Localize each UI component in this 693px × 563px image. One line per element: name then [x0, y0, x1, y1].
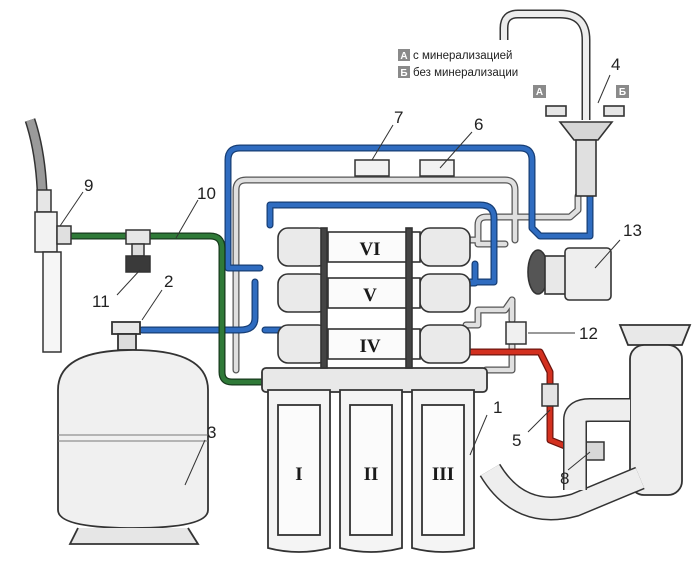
grey-tube-drain — [233, 177, 518, 373]
blue-tube-tank — [139, 279, 258, 333]
callout-1: 1 — [493, 398, 502, 417]
stage-label-4: IV — [359, 336, 380, 357]
faucet-keys: А Б — [533, 85, 629, 98]
flow-restrictor-6 — [419, 159, 455, 177]
legend: А с минерализацией Б без минерализации — [398, 49, 518, 79]
callout-leaders — [59, 74, 621, 486]
callout-4: 4 — [611, 55, 620, 74]
blue-tube-inner — [275, 202, 497, 285]
callout-12: 12 — [579, 324, 598, 343]
callout-7: 7 — [394, 108, 403, 127]
callout-numbers: 1 2 3 4 5 6 7 8 9 10 11 12 13 — [84, 55, 642, 488]
inlet-valve-11 — [125, 229, 151, 273]
inlet-valve — [56, 225, 72, 245]
callout-11: 11 — [92, 292, 110, 311]
stage-label-1: I — [295, 464, 302, 485]
legend-key-a: А — [400, 51, 407, 62]
pressure-switch — [505, 321, 527, 345]
callout-2: 2 — [164, 272, 173, 291]
tubes — [68, 144, 594, 456]
legend-item-a: А с минерализацией — [398, 49, 512, 62]
callout-10: 10 — [197, 184, 216, 203]
faucet-key-right: Б — [619, 87, 626, 98]
legend-text-b: без минерализации — [413, 67, 518, 79]
inline-parts — [354, 159, 605, 461]
callout-6: 6 — [474, 115, 483, 134]
callout-3: 3 — [207, 423, 216, 442]
booster-pump — [527, 247, 612, 301]
stage-label-3: III — [432, 464, 454, 485]
sink-drain — [479, 324, 692, 521]
faucet — [499, 9, 625, 197]
storage-tank — [57, 321, 209, 545]
green-tube-inlet — [69, 233, 265, 385]
faucet-key-left: А — [536, 87, 543, 98]
stage-label-2: II — [364, 464, 379, 485]
callout-13: 13 — [623, 221, 642, 240]
legend-text-a: с минерализацией — [413, 50, 512, 62]
callout-8: 8 — [560, 469, 569, 488]
legend-key-b: Б — [400, 68, 407, 79]
grey-tube-faucet — [475, 193, 581, 247]
check-valve-5 — [541, 383, 559, 407]
stage-label-6: VI — [359, 239, 380, 260]
postfilter-7 — [354, 159, 390, 177]
callout-5: 5 — [512, 431, 521, 450]
prefilter-housings — [261, 367, 488, 553]
legend-item-b: Б без минерализации — [398, 66, 518, 79]
callout-9: 9 — [84, 176, 93, 195]
inlet-supply — [24, 118, 72, 353]
stage-labels: I II III IV V VI — [295, 239, 454, 485]
stage-label-5: V — [363, 285, 377, 306]
blue-tube-outer — [225, 145, 593, 271]
membrane-housings — [277, 227, 471, 369]
red-tube-drain — [467, 349, 583, 455]
